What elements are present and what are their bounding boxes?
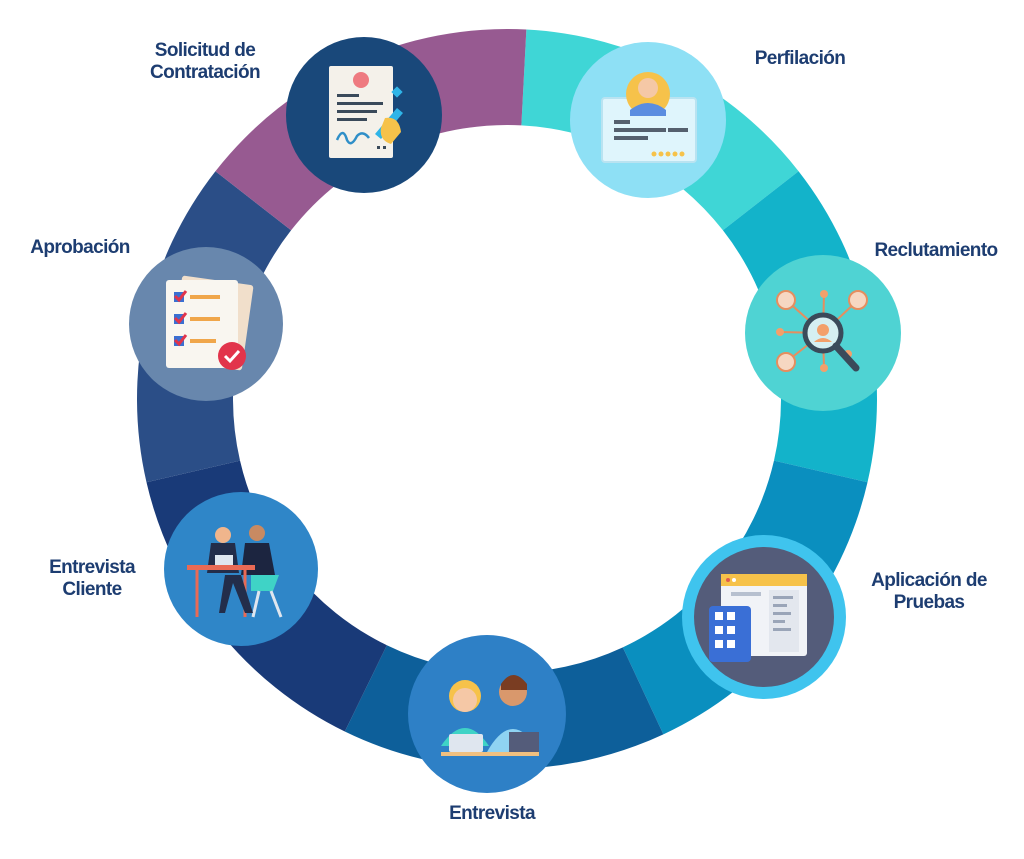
step-label-entrevista: Entrevista — [392, 803, 592, 825]
step-label-line: Pruebas — [893, 592, 965, 613]
step-label-aprobacion: Aprobación — [0, 237, 160, 259]
step-label-aplicacion-de-pruebas: Aplicación de Pruebas — [836, 570, 1022, 614]
network-search-icon — [745, 255, 901, 411]
step-label-line: Solicitud de — [154, 40, 256, 61]
step-label-line: Aprobación — [30, 237, 130, 258]
step-label-line: Entrevista — [449, 803, 535, 824]
checklist-approval-icon — [129, 247, 283, 401]
step-label-line: Reclutamiento — [874, 240, 998, 261]
meeting-table-icon — [164, 492, 318, 646]
step-label-solicitud-de-contratacion: Solicitud de Contratación — [120, 40, 290, 84]
profile-card-icon — [570, 42, 726, 198]
step-label-line: Cliente — [62, 579, 122, 600]
test-app-icon — [682, 535, 846, 699]
step-label-perfilacion: Perfilación — [700, 48, 900, 70]
contract-sign-icon — [286, 37, 442, 193]
step-label-reclutamiento: Reclutamiento — [848, 240, 1024, 262]
interview-people-icon — [408, 635, 566, 793]
step-label-line: Contratación — [150, 62, 261, 83]
step-label-entrevista-cliente: Entrevista Cliente — [4, 557, 180, 601]
step-label-line: Aplicación de — [871, 570, 987, 591]
step-label-line: Perfilación — [754, 48, 846, 69]
step-label-line: Entrevista — [49, 557, 135, 578]
